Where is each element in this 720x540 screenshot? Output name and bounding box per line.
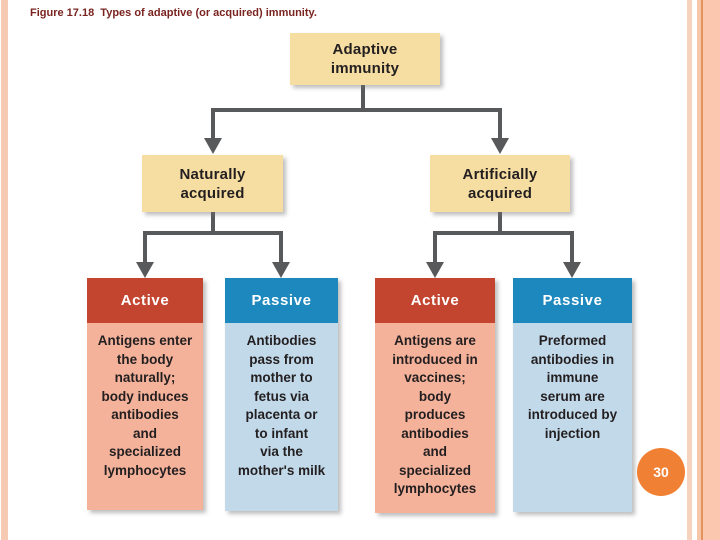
node-artificially-acquired: Artificially acquired — [430, 155, 570, 212]
column-naturally-active: Active Antigens enter the body naturally… — [87, 278, 203, 510]
active-description: Antigens are introduced in vaccines; bod… — [375, 323, 495, 513]
right-border-stripe — [703, 0, 720, 540]
active-header: Active — [375, 278, 495, 323]
page-number-badge: 30 — [637, 448, 685, 496]
right-border-stripe — [701, 0, 703, 540]
active-description: Antigens enter the body naturally; body … — [87, 323, 203, 510]
right-border-stripe — [697, 0, 701, 540]
passive-description: Preformed antibodies in immune serum are… — [513, 323, 632, 512]
column-artificially-active: Active Antigens are introduced in vaccin… — [375, 278, 495, 513]
node-naturally-acquired: Naturally acquired — [142, 155, 283, 212]
right-border-stripe — [687, 0, 692, 540]
passive-header: Passive — [225, 278, 338, 323]
active-header: Active — [87, 278, 203, 323]
column-artificially-passive: Passive Preformed antibodies in immune s… — [513, 278, 632, 512]
passive-description: Antibodies pass from mother to fetus via… — [225, 323, 338, 511]
figure-caption: Figure 17.18 Types of adaptive (or acqui… — [30, 7, 317, 19]
node-adaptive-immunity: Adaptive immunity — [290, 33, 440, 85]
passive-header: Passive — [513, 278, 632, 323]
column-naturally-passive: Passive Antibodies pass from mother to f… — [225, 278, 338, 511]
left-border-stripe — [1, 0, 8, 540]
